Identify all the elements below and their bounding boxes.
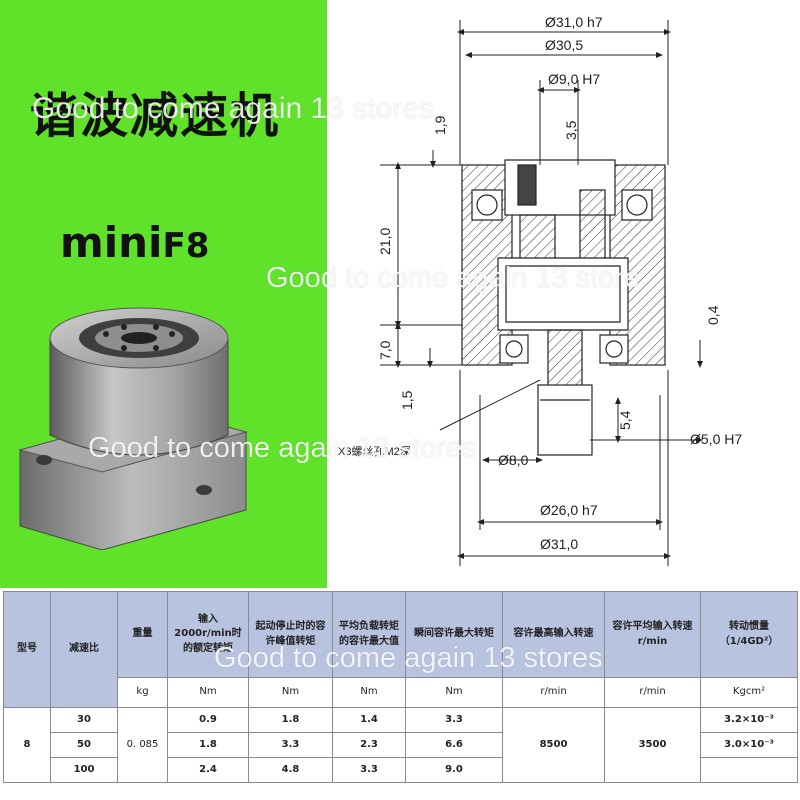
dimension-lines [380,20,703,566]
table-row: 50 1.8 3.3 2.3 6.6 3.0×10⁻³ [4,732,798,758]
dim-note: X3螺丝孔M2深 [338,445,411,458]
unit-instant: Nm [405,677,503,708]
unit-avg-speed: r/min [604,677,701,708]
cell-input-torque: 2.4 [167,757,249,783]
unit-start-stop: Nm [248,677,333,708]
dim-shaft: Ø5,0 H7 [690,431,742,447]
header-weight: 重量 [117,591,168,678]
cell-ratio: 30 [50,707,118,733]
dim-30-5: Ø30,5 [545,37,583,53]
dim-7: 7,0 [377,340,393,360]
unit-max-speed: r/min [502,677,605,708]
table-row: 8 30 0. 085 0.9 1.8 1.4 3.3 8500 3500 3.… [3,707,798,783]
model-suffix: F8 [162,226,210,266]
header-model: 型号 [3,591,51,708]
model-prefix: mini [60,218,163,267]
dim-5-4: 5,4 [617,410,633,430]
unit-inertia: Kgcm² [700,677,798,708]
gearbox-photo [18,307,248,550]
cell-inertia: 3.2×10⁻³ [700,707,798,733]
dim-3-5: 3,5 [563,120,579,140]
dim-21: 21,0 [377,228,393,255]
cell-model: 8 [3,707,51,783]
housing-outline [461,159,666,456]
header-avg-load: 平均负载转矩的容许最大值 [332,591,406,678]
cell-avg-load: 1.4 [332,707,406,733]
cell-instant: 6.6 [405,732,503,758]
unit-weight: kg [117,677,168,708]
spec-table: 型号 减速比 重量 输入2000r/min时的额定转矩 起动停止时的容许峰值转矩… [3,591,798,783]
cell-ratio: 100 [50,757,118,783]
cell-instant: 9.0 [405,757,503,783]
model-name: miniF8 [60,218,209,267]
cell-start-stop: 3.3 [248,732,333,758]
header-ratio: 减速比 [50,591,118,708]
header-instant: 瞬间容许最大转矩 [405,591,503,678]
dim-31-bottom: Ø31,0 [540,536,578,552]
cell-ratio: 50 [50,732,118,758]
dim-0-4: 0,4 [705,305,721,325]
dim-8: Ø8,0 [498,452,529,468]
cell-avg-speed: 3500 [604,707,701,783]
cell-start-stop: 4.8 [248,757,333,783]
cell-avg-load: 3.3 [332,757,406,783]
cell-inertia [700,757,798,783]
product-banner: 谐波减速机 miniF8 [0,0,327,588]
cell-avg-load: 2.3 [332,732,406,758]
cell-input-torque: 1.8 [167,732,249,758]
dim-bore-top: Ø9,0 H7 [548,71,600,87]
header-avg-speed: 容许平均输入转速 r/min [604,591,701,678]
product-title: 谐波减速机 [30,88,281,144]
table-row: 100 2.4 4.8 3.3 9.0 [4,757,798,783]
header-input-torque: 输入2000r/min时的额定转矩 [167,591,249,678]
cell-start-stop: 1.8 [248,707,333,733]
cell-max-speed: 8500 [502,707,605,783]
cell-weight: 0. 085 [117,707,168,783]
header-max-speed: 容许最高输入转速 [502,591,605,678]
dim-outer-top: Ø31,0 h7 [545,14,603,30]
header-start-stop: 起动停止时的容许峰值转矩 [248,591,333,678]
dim-26: Ø26,0 h7 [540,502,598,518]
cell-input-torque: 0.9 [167,707,249,733]
cell-inertia: 3.0×10⁻³ [700,732,798,758]
dim-1-9: 1,9 [432,115,448,135]
dim-1-5: 1,5 [399,390,415,410]
technical-drawing: Ø31,0 h7 Ø30,5 Ø9,0 H7 1,9 3,5 21,0 7,0 … [338,14,742,566]
header-inertia: 转动惯量（1/4GD²） [700,591,798,678]
cell-instant: 3.3 [405,707,503,733]
unit-avg-load: Nm [332,677,406,708]
unit-input-torque: Nm [167,677,249,708]
